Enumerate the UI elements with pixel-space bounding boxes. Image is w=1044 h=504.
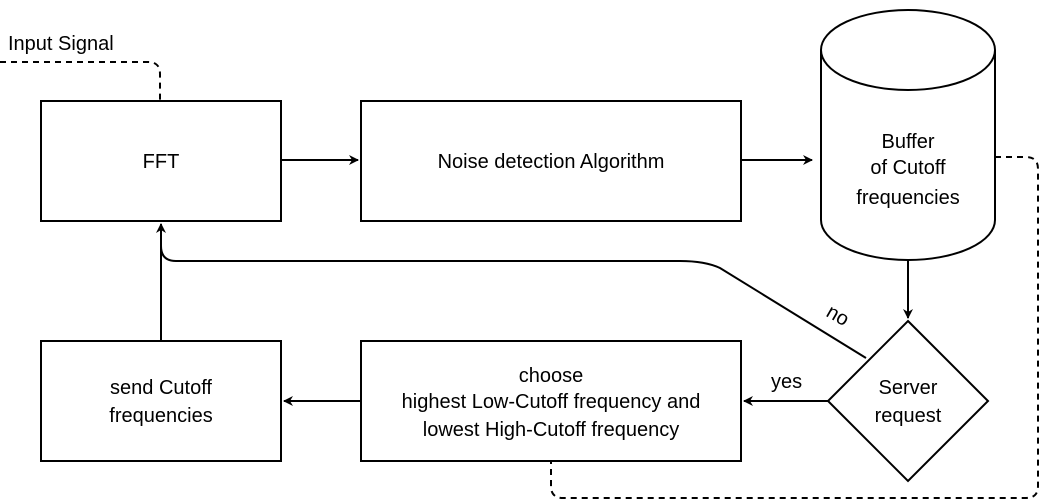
dashed-buffer-to-choose — [550, 156, 1039, 499]
buffer-label-line-3: frequencies — [856, 187, 959, 209]
buffer-node[interactable]: Buffer of Cutoff frequencies — [820, 9, 996, 261]
send-cutoff-node[interactable]: send Cutoff frequencies — [40, 340, 282, 462]
server-request-node[interactable]: Server request — [826, 319, 990, 483]
server-request-label-line-2: request — [875, 405, 942, 427]
input-signal-label: Input Signal — [8, 33, 114, 55]
fft-node[interactable]: FFT — [40, 100, 282, 222]
choose-node[interactable]: choose highest Low-Cutoff frequency and … — [360, 340, 742, 462]
choose-label-line-3: lowest High-Cutoff frequency — [423, 419, 679, 441]
noise-detection-node[interactable]: Noise detection Algorithm — [360, 100, 742, 222]
server-request-label-line-1: Server — [879, 377, 938, 399]
noise-detection-label: Noise detection Algorithm — [438, 151, 665, 173]
edge-label-no: no — [823, 301, 853, 331]
send-cutoff-label-line-2: frequencies — [109, 405, 212, 427]
edge-label-yes: yes — [771, 371, 802, 393]
fft-label: FFT — [143, 151, 180, 173]
buffer-label-line-1: Buffer — [882, 131, 935, 153]
edge-server-to-fft-no — [160, 224, 867, 359]
input-signal-line — [0, 61, 161, 100]
choose-label-line-2: highest Low-Cutoff frequency and — [402, 391, 701, 413]
buffer-label-line-2: of Cutoff — [870, 157, 946, 179]
choose-label-line-1: choose — [519, 365, 584, 387]
send-cutoff-label-line-1: send Cutoff — [110, 377, 212, 399]
